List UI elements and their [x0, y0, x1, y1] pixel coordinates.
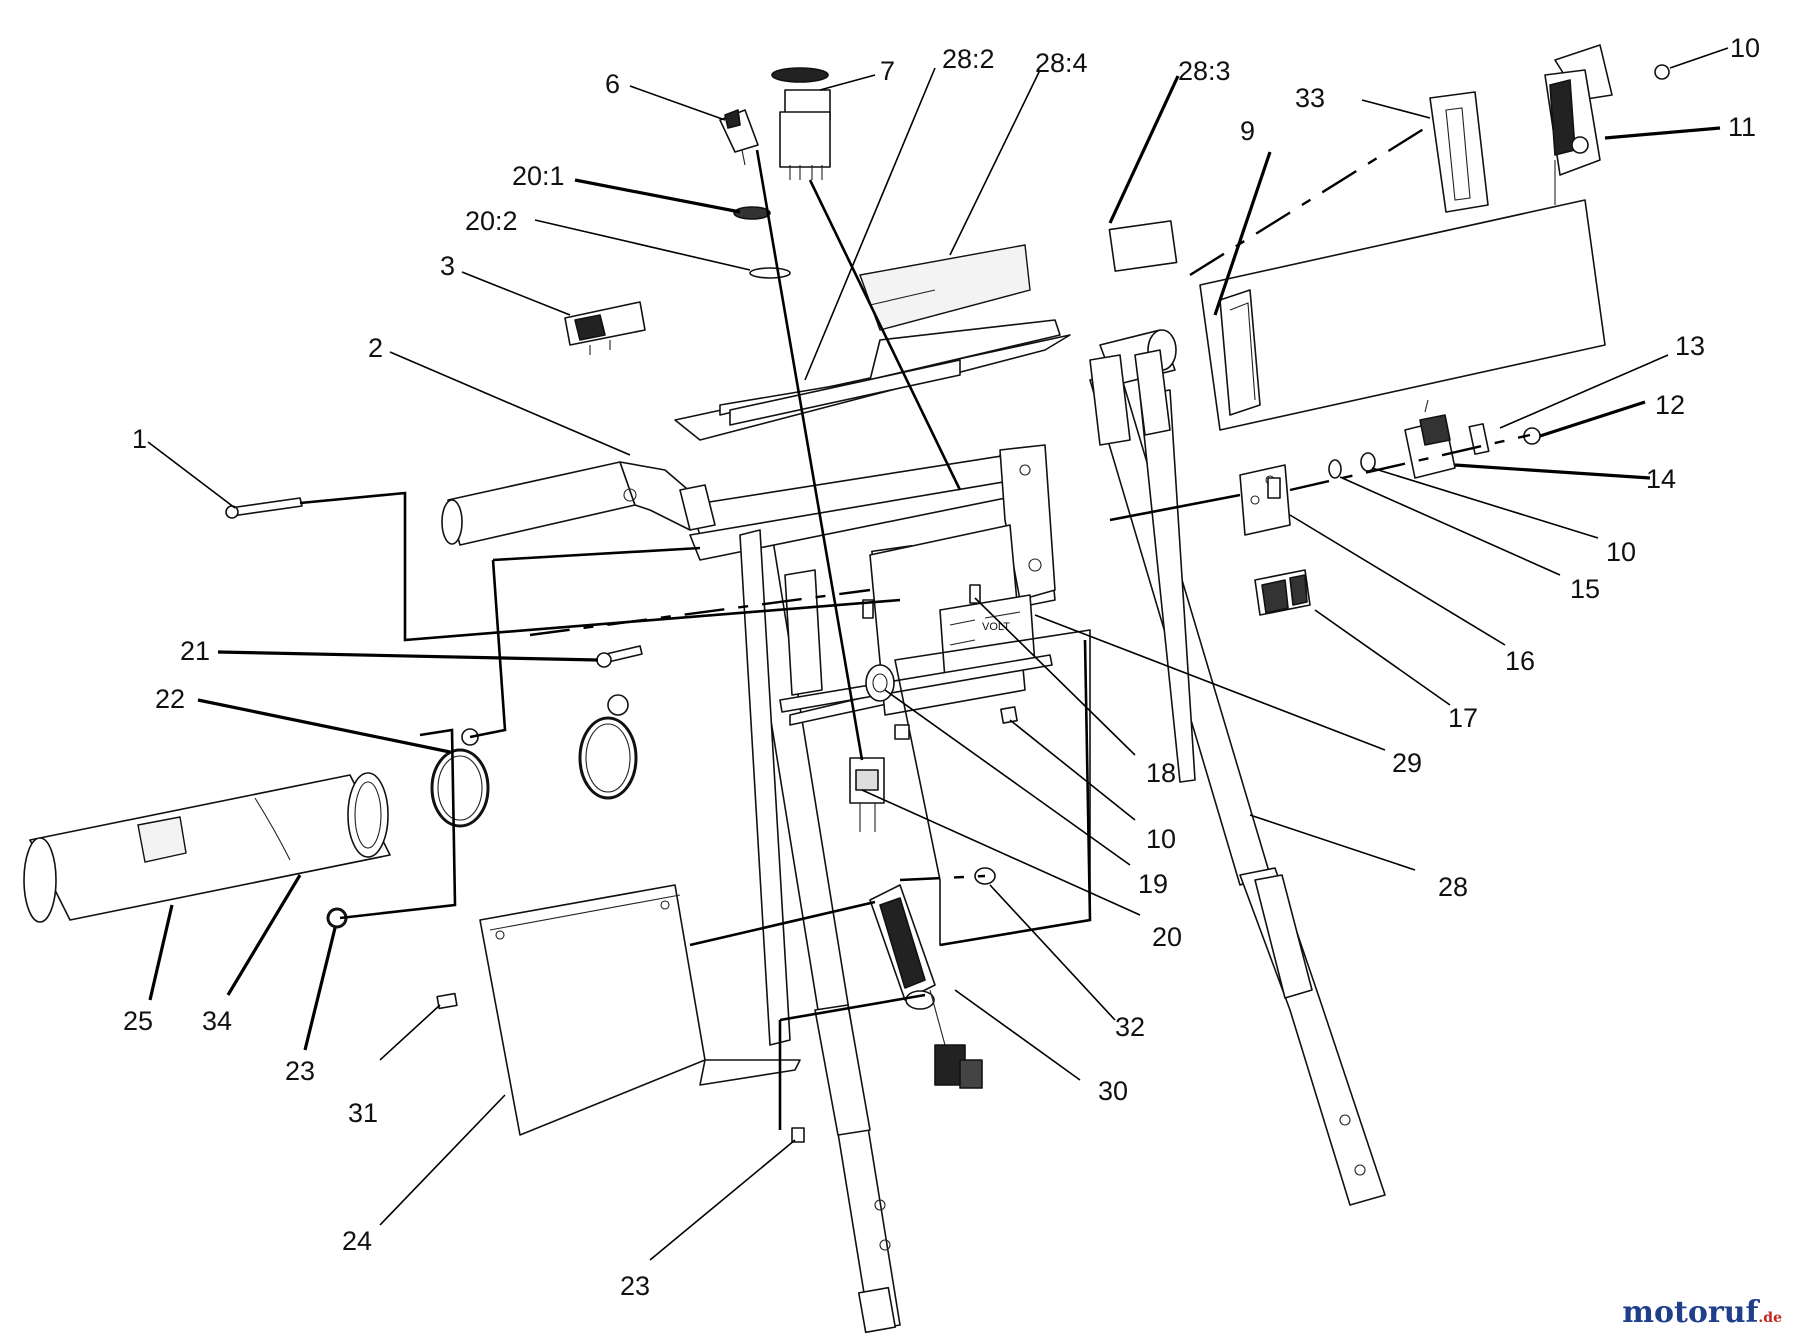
bolt-small: [862, 599, 874, 619]
bolt-18: [969, 584, 981, 604]
callout-10-top: 10: [1730, 33, 1760, 63]
callout-10-low: 10: [1146, 824, 1176, 854]
callout-23-left: 23: [285, 1056, 315, 1086]
cross-member: [689, 444, 1056, 606]
switch-14: [1404, 399, 1456, 479]
callout-15: 15: [1570, 574, 1600, 604]
washer-15: [1328, 459, 1342, 479]
tube-25-34: [23, 772, 391, 923]
watermark-brand: motoruf: [1622, 1295, 1759, 1330]
callout-10-mid: 10: [1606, 537, 1636, 567]
handle-rail-right: [1089, 371, 1386, 1206]
decal-28-3: [1108, 220, 1178, 272]
callout-22: 22: [155, 684, 185, 714]
control-box: [1199, 199, 1606, 431]
callout-20-2: 20:2: [465, 206, 518, 236]
leader-lines: [147, 47, 1729, 1261]
key-switch-7: [771, 67, 831, 180]
callout-11: 11: [1728, 112, 1756, 142]
callout-28-2: 28:2: [942, 44, 995, 74]
callout-29: 29: [1392, 748, 1422, 778]
callout-28-3: 28:3: [1178, 56, 1231, 86]
relay-17: [1254, 569, 1311, 616]
dashed-guides: [529, 123, 1531, 882]
bolt-21: [596, 645, 643, 668]
spacer-10: [894, 724, 910, 740]
callout-16: 16: [1505, 646, 1535, 676]
lever-11: [1544, 44, 1613, 205]
clamp-22-right: [578, 694, 638, 800]
wiring: [299, 149, 1241, 1130]
clamp-22-left: [430, 728, 490, 828]
bolt-1: [225, 497, 303, 519]
callout-24: 24: [342, 1226, 372, 1256]
switch-6: [719, 109, 759, 166]
callout-14: 14: [1646, 464, 1676, 494]
callout-21: 21: [180, 636, 210, 666]
callout-12: 12: [1655, 390, 1685, 420]
callout-30: 30: [1098, 1076, 1128, 1106]
callout-20: 20: [1152, 922, 1182, 952]
callout-28-4: 28:4: [1035, 48, 1088, 78]
watermark-suffix: .de: [1758, 1310, 1782, 1326]
washer-20-1: [733, 206, 771, 220]
callout-6: 6: [605, 69, 620, 99]
bracket-33: [1429, 91, 1489, 213]
nut-10-top: [1654, 64, 1670, 80]
clip-13: [1468, 423, 1490, 455]
callout-13: 13: [1675, 331, 1705, 361]
mount-plate-29: VOLT: [779, 524, 1053, 716]
screw-31: [436, 992, 458, 1010]
callout-7: 7: [880, 56, 895, 86]
callout-33: 33: [1295, 83, 1325, 113]
dash-panel: [674, 244, 1071, 441]
callout-18: 18: [1146, 758, 1176, 788]
callout-17: 17: [1448, 703, 1478, 733]
callout-31: 31: [348, 1098, 378, 1128]
callout-labels: 1 2 3 6 7 28:2 28:4 28:3 20:1 20:2 33 9 …: [123, 33, 1760, 1301]
pivot-tube: [1089, 329, 1177, 446]
callout-23-bottom: 23: [620, 1271, 650, 1301]
callout-19: 19: [1138, 869, 1168, 899]
callout-1: 1: [132, 424, 147, 454]
plate-16: [1239, 464, 1291, 536]
connector-20: [849, 757, 885, 832]
callout-20-1: 20:1: [512, 161, 565, 191]
callout-25: 25: [123, 1006, 153, 1036]
side-plate-24: [479, 884, 801, 1136]
callout-3: 3: [440, 251, 455, 281]
switch-3: [564, 301, 646, 355]
switch-30: [869, 884, 983, 1089]
callout-32: 32: [1115, 1012, 1145, 1042]
svg-text:VOLT: VOLT: [982, 621, 1010, 633]
nut-10-low: [1000, 706, 1018, 724]
handlebar-2: [441, 461, 716, 546]
callout-9: 9: [1240, 116, 1255, 146]
grommet-19: [865, 664, 895, 702]
watermark-logo: motoruf.de: [1622, 1295, 1782, 1330]
washer-20-2: [749, 267, 791, 279]
screw-23-low: [791, 1127, 805, 1143]
callout-34: 34: [202, 1006, 232, 1036]
callout-2: 2: [368, 333, 383, 363]
callout-28: 28: [1438, 872, 1468, 902]
